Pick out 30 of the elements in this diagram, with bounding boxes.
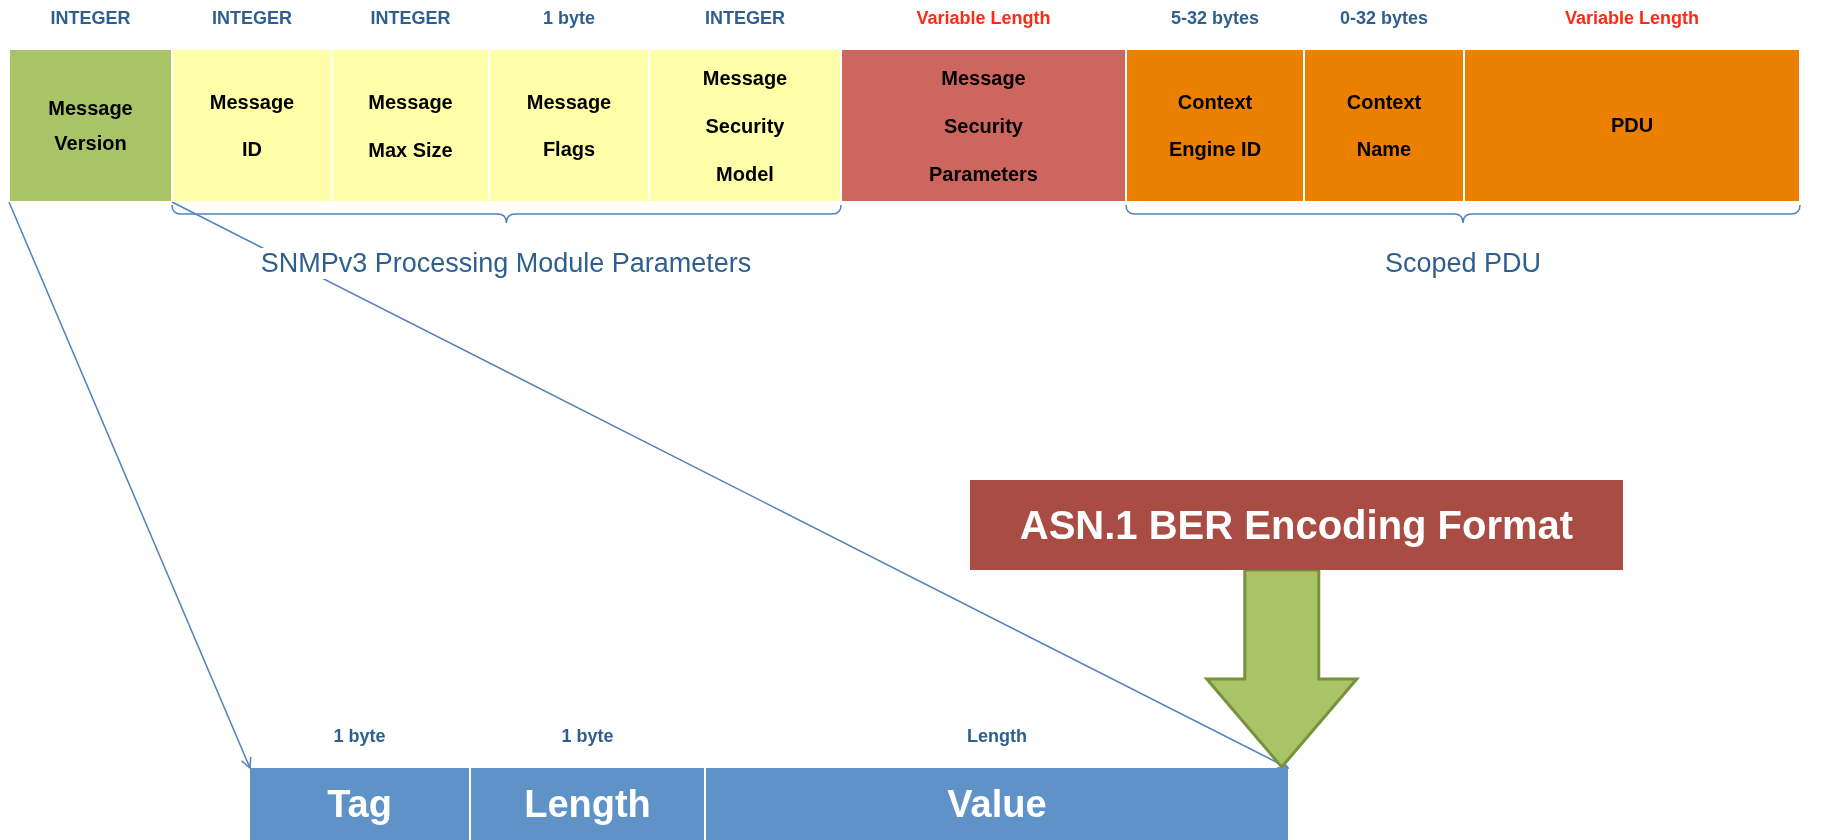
field-type-label: 0-32 bytes — [1338, 8, 1430, 29]
field-type-label: INTEGER — [49, 8, 132, 29]
field-name: Message Security Model — [702, 65, 788, 187]
block-arrow — [1203, 568, 1360, 770]
field-name: Message Version — [48, 95, 133, 156]
field-name: Message ID — [209, 89, 295, 162]
field-name: Context Name — [1346, 89, 1422, 162]
field-type-label: Length — [966, 726, 1028, 747]
field-type-label: INTEGER — [704, 8, 786, 29]
brace-label: SNMPv3 Processing Module Parameters — [260, 248, 752, 279]
field-name: Message Flags — [526, 89, 612, 162]
field-name: PDU — [1610, 113, 1654, 138]
arrow — [171, 201, 1289, 769]
field-type-label: 5-32 bytes — [1169, 8, 1261, 29]
field-name: Message Security Parameters — [929, 65, 1038, 187]
arrow — [8, 201, 252, 769]
field-name: ASN.1 BER Encoding Format — [1019, 502, 1574, 549]
field-type-label: 1 byte — [560, 726, 615, 747]
encoding-format-box — [970, 480, 1623, 570]
field-type-label: INTEGER — [211, 8, 293, 29]
field-type-label: Variable Length — [915, 8, 1052, 29]
field-type-label: INTEGER — [369, 8, 452, 29]
field-type-label: Variable Length — [1563, 8, 1700, 29]
field-name: Tag — [327, 784, 392, 824]
field-type-label: 1 byte — [542, 8, 596, 29]
field-name: Length — [524, 784, 651, 824]
field-name: Message Max Size — [368, 89, 453, 163]
field-type-label: 1 byte — [332, 726, 387, 747]
field-name: Context Engine ID — [1167, 89, 1263, 162]
field-name: Value — [947, 784, 1047, 824]
